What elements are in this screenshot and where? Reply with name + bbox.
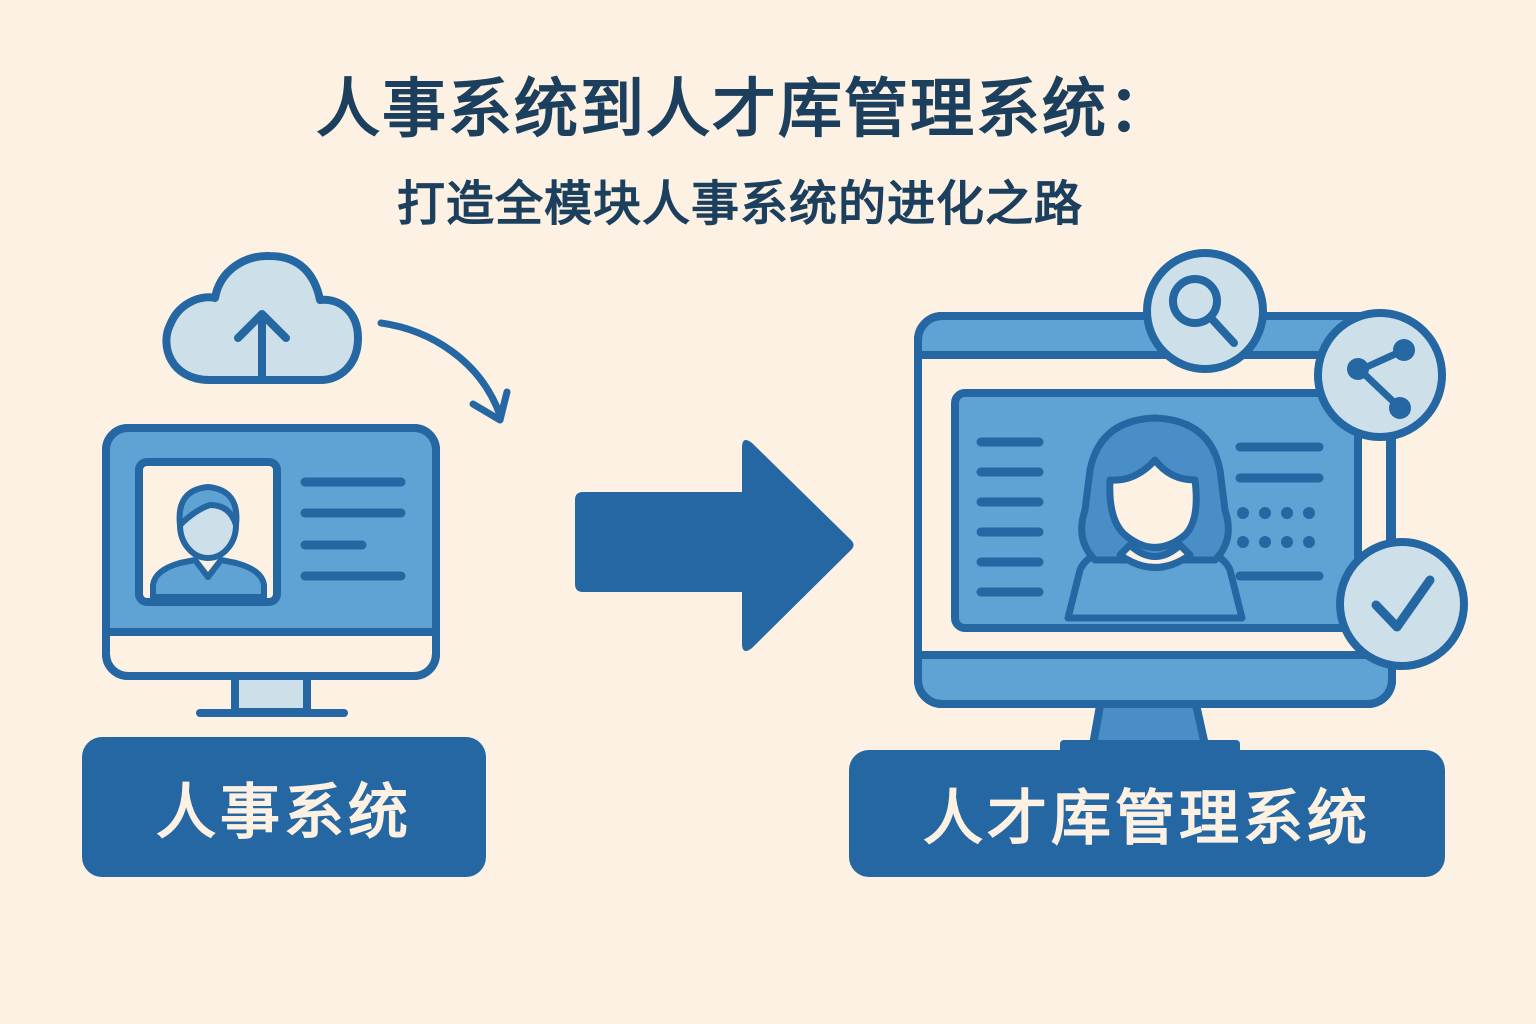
curved-arrow-icon: [377, 319, 511, 424]
monitor-icon: [102, 424, 440, 717]
talent-pool-system-label: 人才库管理系统: [849, 750, 1445, 877]
talent-pool-system-label-text: 人才库管理系统: [923, 784, 1371, 854]
right-arrow-icon: [575, 439, 854, 652]
search-icon: [1143, 249, 1267, 373]
male-profile-icon: [150, 484, 267, 600]
cloud-upload-icon: [162, 251, 362, 384]
page-subtitle: 打造全模块人事系统的进化之路: [396, 176, 1083, 232]
page-title: 人事系统到人才库管理系统：: [316, 73, 1174, 147]
hr-system-label-text: 人事系统: [156, 777, 412, 848]
checkmark-icon: [1336, 538, 1468, 670]
hr-system-label: 人事系统: [82, 737, 486, 877]
share-network-icon: [1314, 309, 1446, 441]
female-profile-icon: [1064, 414, 1246, 622]
